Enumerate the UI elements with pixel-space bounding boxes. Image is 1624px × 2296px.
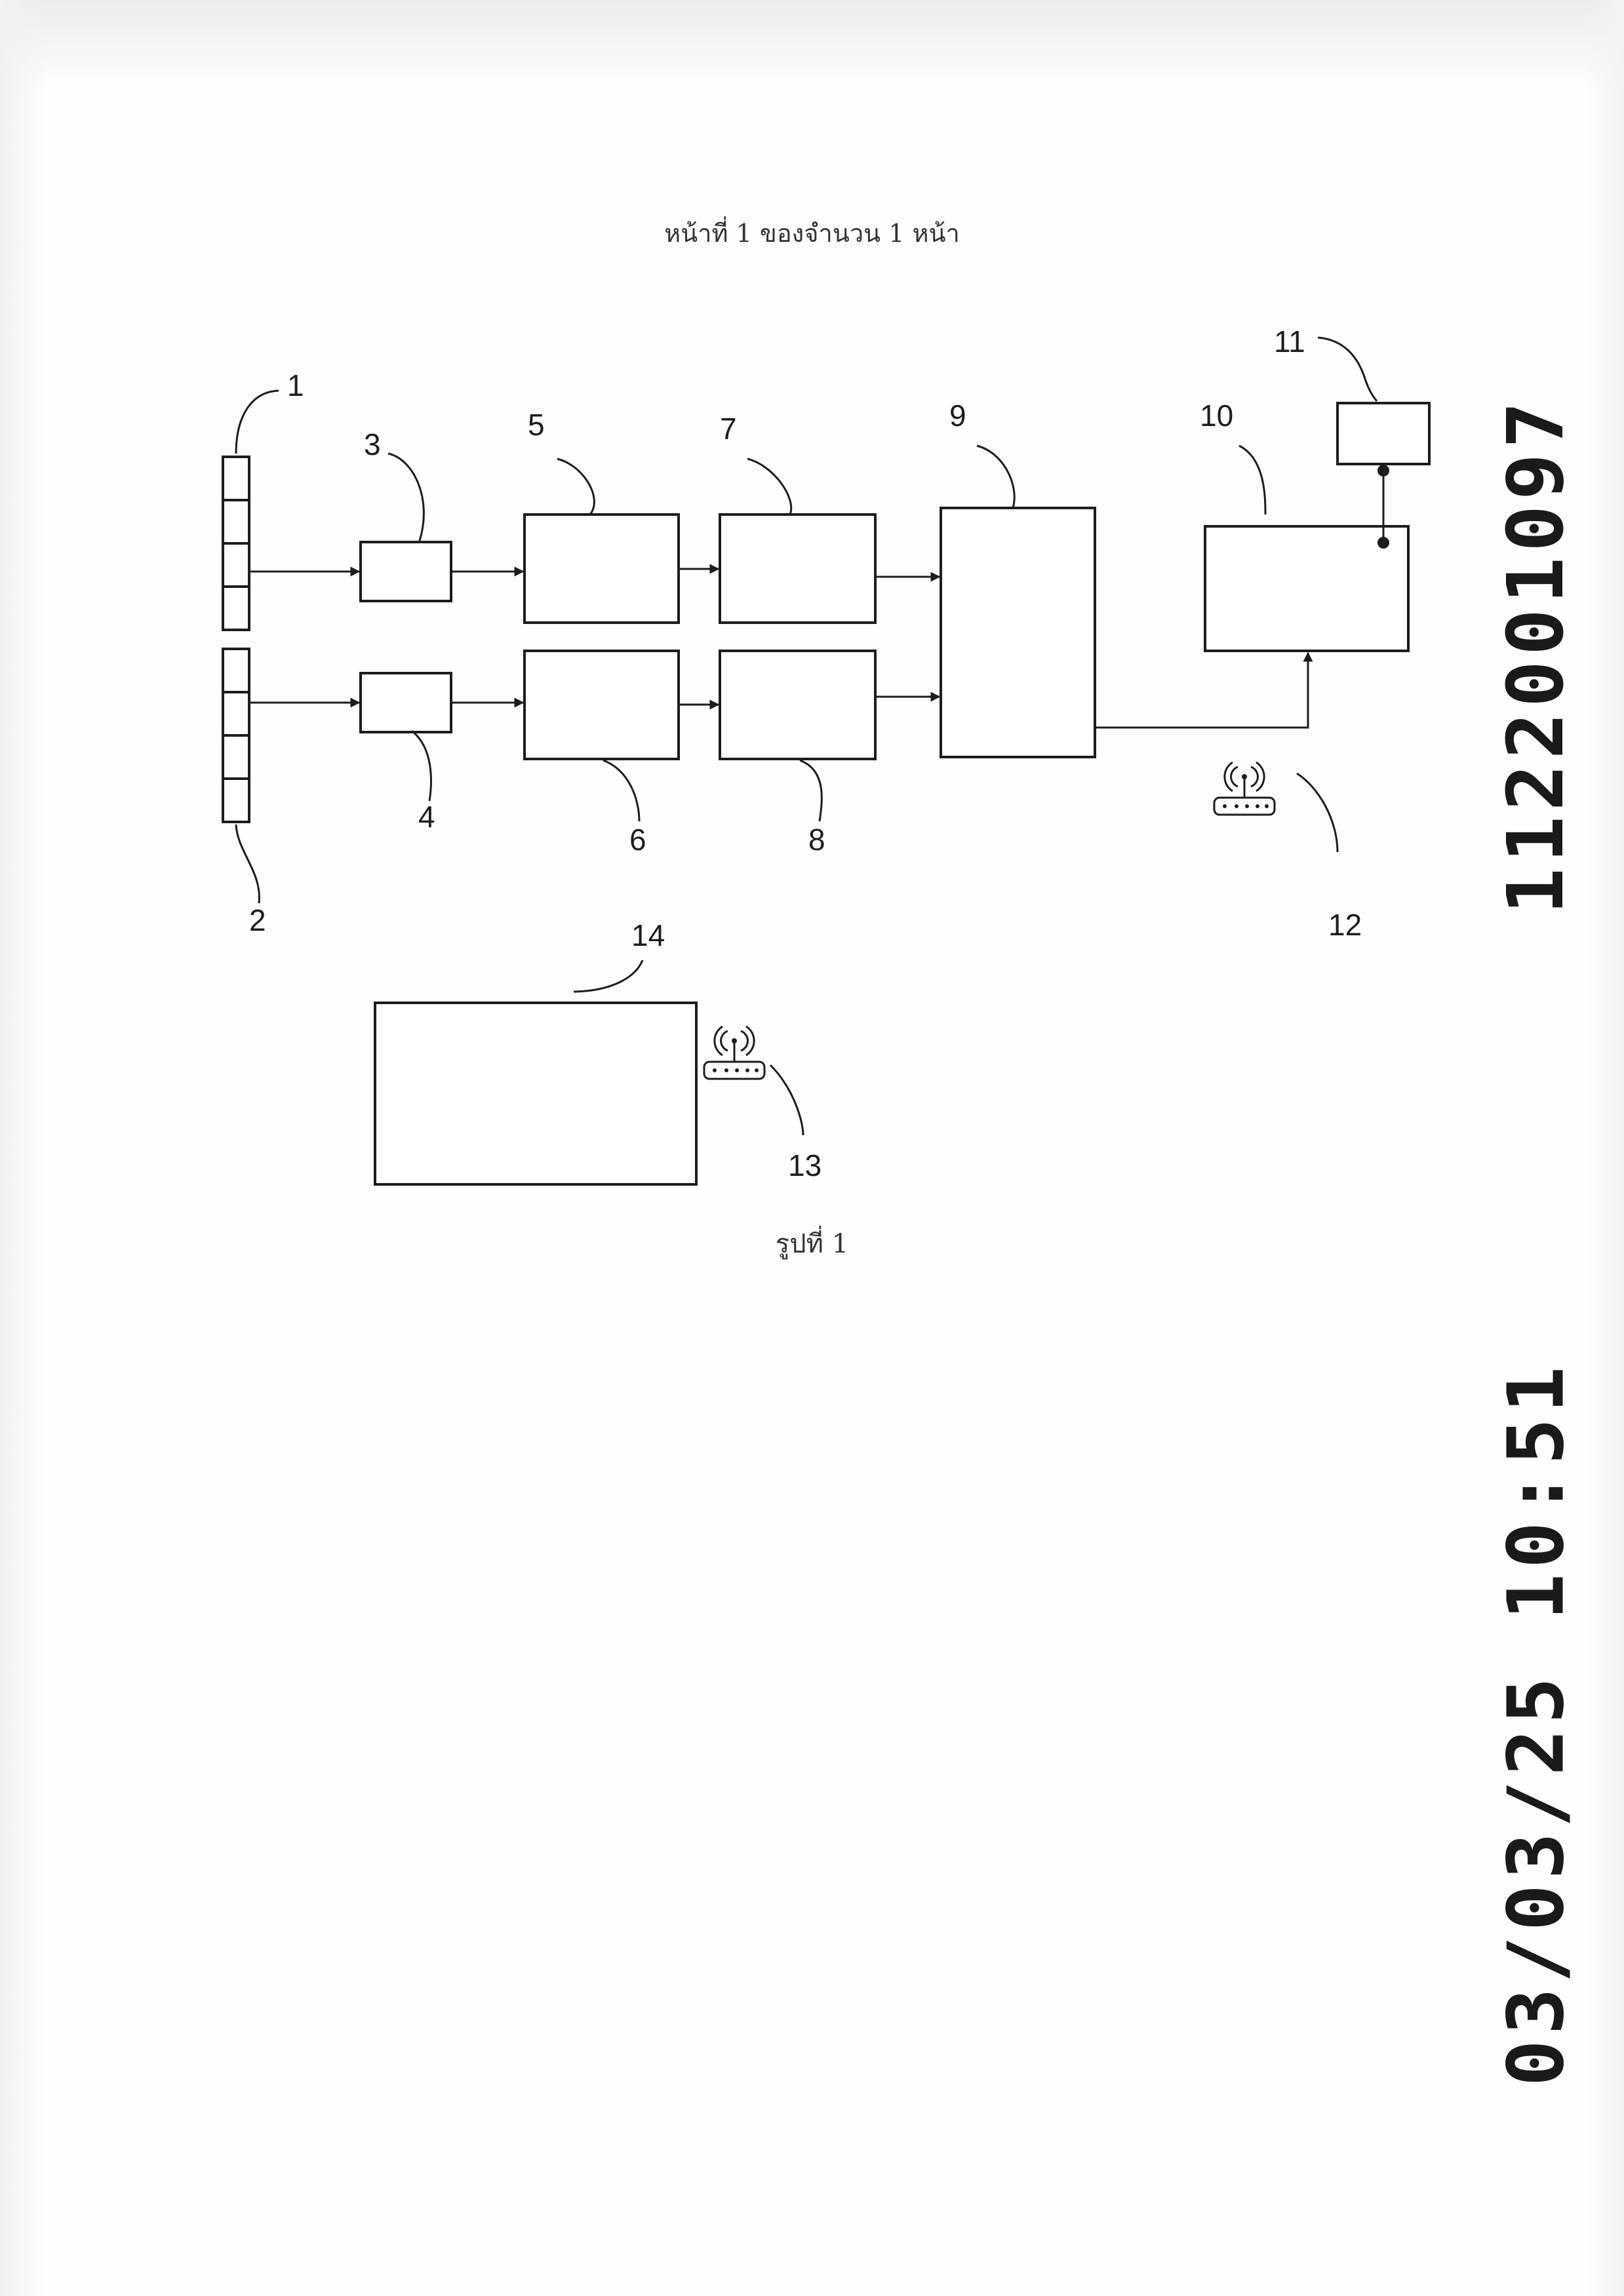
reference-numerals: 1 2 3 4 5 6 7 8 9 10 11 12 13 14 [249,324,1362,1182]
figure-caption: รูปที่ 1 [775,1229,849,1259]
block-14 [374,1002,698,1186]
block-6 [523,650,680,760]
label-13: 13 [788,1148,822,1182]
scan-shade-top [0,0,1624,92]
label-1: 1 [287,368,304,402]
stamp-number: 1122001097 [1490,396,1581,915]
signal-arrows [250,564,1313,729]
stamp-datetime: 03/03/25 10:51 [1490,1361,1581,2087]
label-10: 10 [1200,399,1233,433]
wireless-router-icon [1213,761,1276,816]
block-5 [523,513,680,624]
block-11 [1336,402,1431,465]
label-8: 8 [808,823,825,857]
connector-10-11 [1377,465,1389,549]
block-4 [359,672,452,733]
block-7 [719,513,877,624]
label-14: 14 [631,918,665,952]
label-7: 7 [720,412,737,446]
block-8 [719,650,877,760]
side-stamp-lower: 03/03/25 10:51 [1490,1361,1581,2087]
label-2: 2 [249,903,266,937]
label-6: 6 [629,823,646,857]
sensor-array-1 [222,456,250,631]
block-9 [940,507,1096,758]
scan-shade-right [1585,0,1624,2296]
page-header: หน้าที่ 1 ของจำนวน 1 หน้า [664,219,960,248]
label-9: 9 [949,399,966,433]
label-4: 4 [418,800,435,834]
label-12: 12 [1328,908,1362,942]
block-10 [1204,525,1410,652]
label-5: 5 [528,408,545,442]
leader-lines [235,336,1378,1136]
side-stamp-upper: 1122001097 [1490,383,1581,927]
wireless-router-icon [703,1025,766,1080]
label-11: 11 [1274,324,1305,359]
sensor-array-2 [222,648,250,823]
block-3 [359,541,452,602]
label-3: 3 [364,427,381,461]
scan-shade-left [0,0,46,2296]
